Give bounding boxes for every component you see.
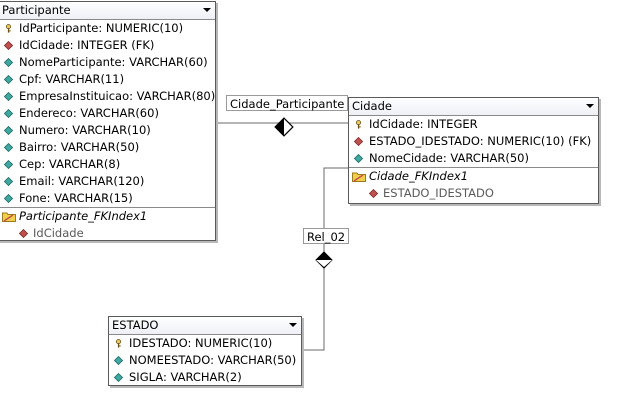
key-icon <box>6 24 11 33</box>
column-label: IdCidade: INTEGER <box>369 117 478 131</box>
foreign-key-diamond-icon <box>354 137 363 146</box>
column-label: Endereco: VARCHAR(60) <box>19 106 159 120</box>
column-row[interactable]: Endereco: VARCHAR(60) <box>0 105 215 122</box>
estado-table-header[interactable]: ESTADO <box>109 317 301 335</box>
column-label: Email: VARCHAR(120) <box>19 174 145 188</box>
column-row[interactable]: IdCidade: INTEGER <box>349 116 598 133</box>
column-row[interactable]: Fone: VARCHAR(15) <box>0 190 215 207</box>
key-icon <box>356 120 361 129</box>
column-row[interactable]: ESTADO_IDESTADO: NUMERIC(10) (FK) <box>349 133 598 150</box>
attribute-diamond-icon <box>4 177 13 186</box>
attribute-diamond-icon <box>4 126 13 135</box>
column-row[interactable]: SIGLA: VARCHAR(2) <box>109 369 301 386</box>
index-column-row[interactable]: ESTADO_IDESTADO <box>349 185 598 202</box>
index-name: Participante_FKIndex1 <box>19 209 148 223</box>
attribute-diamond-icon <box>4 143 13 152</box>
column-row[interactable]: Bairro: VARCHAR(50) <box>0 139 215 156</box>
attribute-diamond-icon <box>114 356 123 365</box>
column-label: Cep: VARCHAR(8) <box>19 157 121 171</box>
index-row[interactable]: Participante_FKIndex1 <box>0 208 215 225</box>
attribute-diamond-icon <box>4 92 13 101</box>
column-row[interactable]: NomeParticipante: VARCHAR(60) <box>0 54 215 71</box>
index-folder-icon <box>352 172 366 182</box>
column-label: ESTADO_IDESTADO: NUMERIC(10) (FK) <box>369 134 592 148</box>
column-row[interactable]: Email: VARCHAR(120) <box>0 173 215 190</box>
column-label: EmpresaInstituicao: VARCHAR(80) <box>19 89 216 103</box>
column-label: NomeParticipante: VARCHAR(60) <box>19 55 208 69</box>
index-folder-icon <box>2 212 16 222</box>
foreign-key-diamond-icon <box>369 189 378 198</box>
cidade-table-title: Cidade <box>352 99 392 113</box>
column-label: Bairro: VARCHAR(50) <box>19 140 140 154</box>
participante-table-header[interactable]: Participante <box>0 2 215 20</box>
column-row[interactable]: IdCidade: INTEGER (FK) <box>0 37 215 54</box>
attribute-diamond-icon <box>4 109 13 118</box>
column-label: SIGLA: VARCHAR(2) <box>129 370 242 384</box>
column-row[interactable]: Numero: VARCHAR(10) <box>0 122 215 139</box>
column-row[interactable]: IdParticipante: NUMERIC(10) <box>0 20 215 37</box>
column-row[interactable]: NOMEESTADO: VARCHAR(50) <box>109 352 301 369</box>
column-row[interactable]: Cep: VARCHAR(8) <box>0 156 215 173</box>
column-label: IDESTADO: NUMERIC(10) <box>129 336 273 350</box>
attribute-diamond-icon <box>4 75 13 84</box>
index-name: Cidade_FKIndex1 <box>369 169 469 183</box>
estado-table[interactable]: ESTADO IDESTADO: NUMERIC(10) NOMEESTADO: … <box>108 316 302 386</box>
column-row[interactable]: NomeCidade: VARCHAR(50) <box>349 150 598 167</box>
estado-table-title: ESTADO <box>112 318 159 332</box>
index-row[interactable]: Cidade_FKIndex1 <box>349 168 598 185</box>
cidade-table-header[interactable]: Cidade <box>349 98 598 116</box>
column-label: NOMEESTADO: VARCHAR(50) <box>129 353 297 367</box>
column-label: IdParticipante: NUMERIC(10) <box>19 21 184 35</box>
foreign-key-diamond-icon <box>19 229 28 238</box>
relationship-label-cidade-participante[interactable]: Cidade_Participante <box>226 95 349 111</box>
column-row[interactable]: IDESTADO: NUMERIC(10) <box>109 335 301 352</box>
column-label: Numero: VARCHAR(10) <box>19 123 151 137</box>
column-row[interactable]: Cpf: VARCHAR(11) <box>0 71 215 88</box>
dropdown-arrow-icon[interactable] <box>586 104 594 108</box>
attribute-diamond-icon <box>114 373 123 382</box>
attribute-diamond-icon <box>4 194 13 203</box>
column-label: Cpf: VARCHAR(11) <box>19 72 125 86</box>
attribute-diamond-icon <box>354 154 363 163</box>
foreign-key-diamond-icon <box>4 41 13 50</box>
column-row[interactable]: EmpresaInstituicao: VARCHAR(80) <box>0 88 215 105</box>
dropdown-arrow-icon[interactable] <box>289 323 297 327</box>
participante-table[interactable]: Participante IdParticipante: NUMERIC(10)… <box>0 1 216 241</box>
attribute-diamond-icon <box>4 58 13 67</box>
column-label: NomeCidade: VARCHAR(50) <box>369 151 529 165</box>
attribute-diamond-icon <box>4 160 13 169</box>
dropdown-arrow-icon[interactable] <box>203 8 211 12</box>
key-icon <box>116 339 121 348</box>
column-label: IdCidade: INTEGER (FK) <box>19 38 155 52</box>
column-label: Fone: VARCHAR(15) <box>19 191 133 205</box>
participante-table-title: Participante <box>2 3 71 17</box>
relationship-label-rel-02[interactable]: Rel_02 <box>303 228 350 244</box>
index-column-name: ESTADO_IDESTADO <box>383 186 494 200</box>
index-column-row[interactable]: IdCidade <box>0 225 215 242</box>
cidade-table[interactable]: Cidade IdCidade: INTEGER ESTADO_IDESTADO:… <box>348 97 599 204</box>
index-column-name: IdCidade <box>33 226 84 240</box>
